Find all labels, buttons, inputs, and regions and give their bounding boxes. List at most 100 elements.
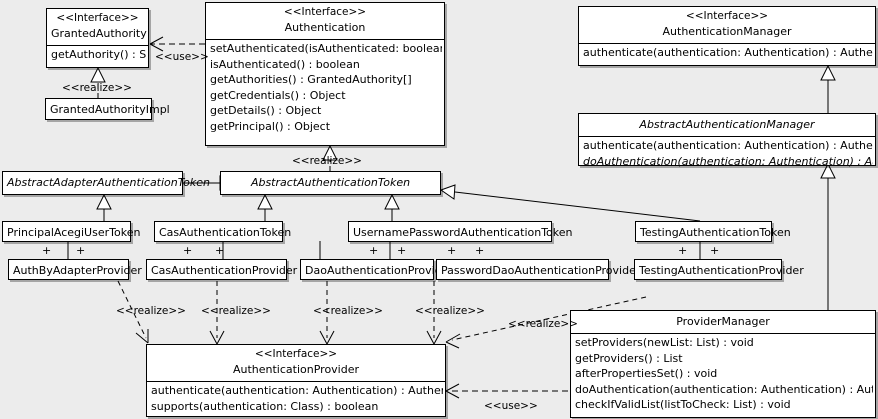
class-principal-acegi-user-token[interactable]: PrincipalAcegiUserToken	[2, 221, 141, 242]
stereotype-label: <<Interface>>	[283, 6, 367, 18]
class-header: CasAuthenticationToken	[155, 222, 292, 244]
method-item: setAuthenticated(isAuthenticated: boolea…	[210, 42, 442, 55]
class-header: TestingAuthenticationProvider	[635, 260, 804, 282]
method-compartment: getAuthority() : String	[47, 45, 148, 65]
class-cas-authentication-provider[interactable]: CasAuthenticationProvider	[146, 259, 298, 282]
class-authentication-provider[interactable]: <<Interface>> AuthenticationProvider aut…	[146, 344, 446, 417]
class-name: TestingAuthenticationProvider	[639, 264, 804, 277]
class-name: DaoAuthenticationProvider	[305, 264, 453, 277]
class-cas-authentication-token[interactable]: CasAuthenticationToken	[154, 221, 292, 244]
stereotype-label: <<Interface>>	[56, 12, 139, 24]
multiplicity-marker: +	[215, 244, 225, 257]
class-abstract-adapter-authentication-token[interactable]: AbstractAdapterAuthenticationToken	[2, 171, 210, 195]
method-compartment: setAuthenticated(isAuthenticated: boolea…	[206, 39, 444, 136]
multiplicity-marker: +	[447, 244, 457, 257]
multiplicity-marker: +	[369, 244, 379, 257]
class-auth-by-adapter-provider[interactable]: AuthByAdapterProvider	[8, 259, 142, 282]
method-compartment: authenticate(authentication: Authenticat…	[579, 136, 875, 171]
method-item: isAuthenticated() : boolean	[210, 57, 360, 71]
class-provider-manager[interactable]: ProviderManager setProviders(newList: Li…	[570, 310, 876, 418]
class-dao-authentication-provider[interactable]: DaoAuthenticationProvider	[300, 259, 453, 282]
class-header: CasAuthenticationProvider	[147, 260, 298, 282]
method-item: checkIfValidList(listToCheck: List) : vo…	[575, 398, 791, 411]
class-header: AbstractAdapterAuthenticationToken	[3, 172, 210, 194]
class-header: PasswordDaoAuthenticationProvider	[437, 260, 641, 282]
stereotype-label: <<Interface>>	[254, 348, 338, 360]
method-item: getAuthority() : String	[51, 48, 146, 61]
method-item-abstract: doAuthentication(authentication: Authent…	[583, 154, 873, 168]
class-name: UsernamePasswordAuthenticationToken	[353, 226, 573, 239]
class-header: ProviderManager	[571, 311, 875, 333]
edge-label-realize-auth-by-adapter-provider: <<realize>>	[116, 305, 186, 317]
edge-label-use-provider-manager: <<use>>	[484, 400, 538, 412]
stereotype-label: <<Interface>>	[685, 10, 769, 22]
class-header: <<Interface>> AuthenticationManager	[579, 7, 875, 43]
class-testing-authentication-token[interactable]: TestingAuthenticationToken	[635, 221, 791, 244]
multiplicity-marker: +	[76, 244, 86, 257]
class-header: <<Interface>> GrantedAuthority	[47, 9, 148, 45]
class-name: AuthByAdapterProvider	[13, 264, 142, 277]
class-name: AbstractAdapterAuthenticationToken	[7, 176, 210, 189]
edge-label-realize-cas-authentication-provider: <<realize>>	[201, 305, 271, 317]
class-name: AuthenticationProvider	[232, 363, 360, 376]
class-name: Authentication	[284, 21, 366, 34]
method-item: getPrincipal() : Object	[210, 119, 331, 133]
class-abstract-authentication-manager[interactable]: AbstractAuthenticationManager authentica…	[578, 113, 876, 168]
class-header: AbstractAuthenticationManager	[579, 114, 875, 136]
class-name: GrantedAuthorityImpl	[50, 103, 170, 116]
class-header: TestingAuthenticationToken	[636, 222, 791, 244]
class-name: CasAuthenticationProvider	[151, 264, 298, 277]
class-name: AbstractAuthenticationManager	[639, 118, 815, 131]
class-testing-authentication-provider[interactable]: TestingAuthenticationProvider	[634, 259, 804, 282]
edge-label-realize-testing-authentication-provider: <<realize>>	[508, 318, 578, 330]
class-header: <<Interface>> AuthenticationProvider	[147, 345, 445, 381]
multiplicity-marker: +	[710, 244, 720, 257]
class-granted-authority[interactable]: <<Interface>> GrantedAuthority getAuthor…	[46, 8, 149, 68]
method-item: supports(authentication: Class) : boolea…	[151, 399, 379, 413]
multiplicity-marker: +	[183, 244, 193, 257]
class-name: GrantedAuthority	[51, 27, 147, 40]
class-header: GrantedAuthorityImpl	[46, 99, 170, 121]
method-item: setProviders(newList: List) : void	[575, 336, 754, 349]
class-authentication-manager[interactable]: <<Interface>> AuthenticationManager auth…	[578, 6, 876, 66]
class-abstract-authentication-token[interactable]: AbstractAuthenticationToken	[220, 171, 441, 195]
class-name: ProviderManager	[676, 315, 770, 328]
method-item: getProviders() : List	[575, 351, 683, 365]
edge-label-realize-abstract-authentication-token: <<realize>>	[292, 155, 362, 167]
class-header: DaoAuthenticationProvider	[301, 260, 453, 282]
class-username-password-authentication-token[interactable]: UsernamePasswordAuthenticationToken	[348, 221, 573, 244]
method-compartment: authenticate(authentication: Authenticat…	[147, 381, 445, 416]
class-header: AbstractAuthenticationToken	[221, 172, 440, 194]
class-name: AbstractAuthenticationToken	[250, 176, 411, 189]
method-item: afterPropertiesSet() : void	[575, 367, 718, 380]
method-item: getDetails() : Object	[210, 104, 322, 117]
class-name: PasswordDaoAuthenticationProvider	[441, 264, 641, 277]
method-item: authenticate(authentication: Authenticat…	[151, 384, 443, 397]
multiplicity-marker: +	[42, 244, 52, 257]
method-item: doAuthentication(authentication: Authent…	[575, 382, 873, 396]
edge-label-realize-password-dao-authentication-provider: <<realize>>	[415, 305, 485, 317]
edge-label-use-granted-authority: <<use>>	[155, 51, 209, 63]
class-name: PrincipalAcegiUserToken	[7, 226, 141, 239]
multiplicity-marker: +	[475, 244, 485, 257]
multiplicity-marker: +	[678, 244, 688, 257]
method-item: authenticate(authentication: Authenticat…	[583, 46, 873, 59]
class-password-dao-authentication-provider[interactable]: PasswordDaoAuthenticationProvider	[436, 259, 641, 282]
class-header: UsernamePasswordAuthenticationToken	[349, 222, 573, 244]
class-header: AuthByAdapterProvider	[9, 260, 142, 282]
method-compartment: setProviders(newList: List) : void getPr…	[571, 333, 875, 415]
class-name: CasAuthenticationToken	[159, 226, 292, 239]
edge-label-realize-granted-authority-impl: <<realize>>	[62, 82, 132, 94]
multiplicity-marker: +	[397, 244, 407, 257]
method-compartment: authenticate(authentication: Authenticat…	[579, 43, 875, 63]
class-name: AuthenticationManager	[662, 25, 792, 38]
method-item: getCredentials() : Object	[210, 88, 346, 102]
class-header: <<Interface>> Authentication	[206, 3, 444, 39]
class-authentication[interactable]: <<Interface>> Authentication setAuthenti…	[205, 2, 445, 146]
method-item: authenticate(authentication: Authenticat…	[583, 139, 873, 152]
class-name: TestingAuthenticationToken	[640, 226, 791, 239]
edge-label-realize-dao-authentication-provider: <<realize>>	[313, 305, 383, 317]
method-item: getAuthorities() : GrantedAuthority[]	[210, 73, 412, 86]
class-granted-authority-impl[interactable]: GrantedAuthorityImpl	[45, 98, 170, 121]
